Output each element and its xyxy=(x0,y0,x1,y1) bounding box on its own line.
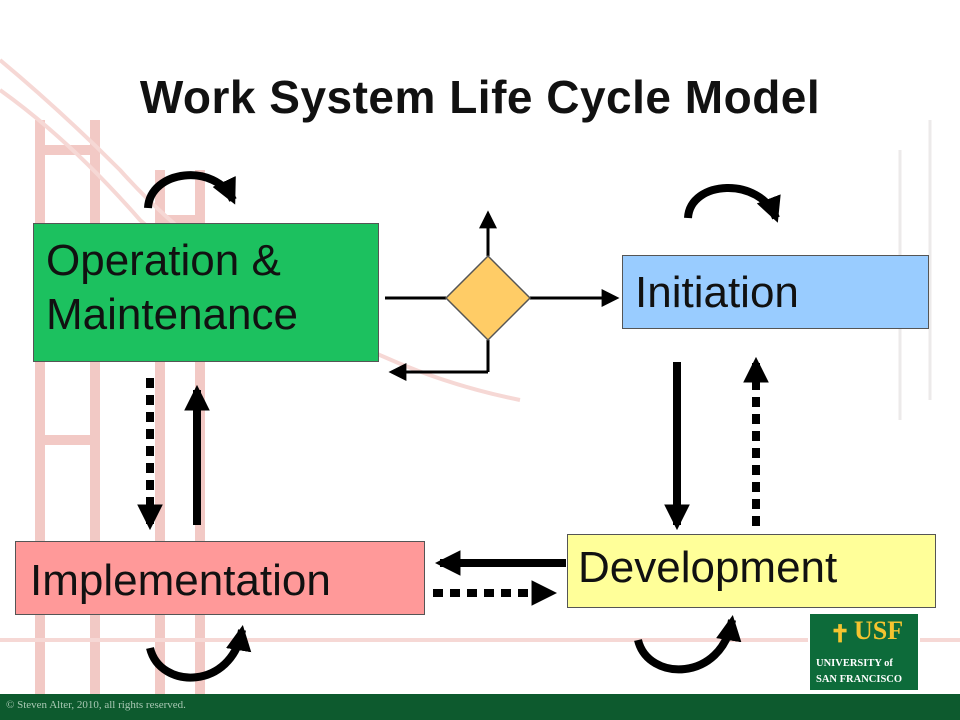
diamond-icon xyxy=(444,254,532,342)
logo-mark: USF xyxy=(854,616,904,645)
copyright-notice: © Steven Alter, 2010, all rights reserve… xyxy=(6,699,186,711)
stage-initiation: Initiation xyxy=(622,255,929,329)
cross-icon: ✝ xyxy=(830,622,851,648)
stage-implementation-label: Implementation xyxy=(30,556,331,605)
stage-operation-maintenance-line2: Maintenance xyxy=(46,290,298,339)
stage-operation-maintenance-line1: Operation & xyxy=(46,236,281,285)
usf-logo: ✝ USF UNIVERSITY of SAN FRANCISCO xyxy=(808,612,920,692)
loop-arrow-icon xyxy=(634,614,742,674)
stage-development: Development xyxy=(567,534,936,608)
stage-initiation-label: Initiation xyxy=(635,268,799,317)
stage-development-label: Development xyxy=(578,543,838,592)
footer-bar xyxy=(0,694,960,720)
logo-line2: SAN FRANCISCO xyxy=(816,674,903,685)
loop-arrow-icon xyxy=(146,624,252,682)
stage-implementation: Implementation xyxy=(15,541,425,615)
logo-line1: UNIVERSITY of xyxy=(816,658,893,669)
loop-arrow-icon xyxy=(144,171,237,209)
slide-title: Work System Life Cycle Model xyxy=(139,71,821,123)
stage-operation-maintenance: Operation & Maintenance xyxy=(33,223,379,362)
loop-arrow-icon xyxy=(684,184,781,223)
